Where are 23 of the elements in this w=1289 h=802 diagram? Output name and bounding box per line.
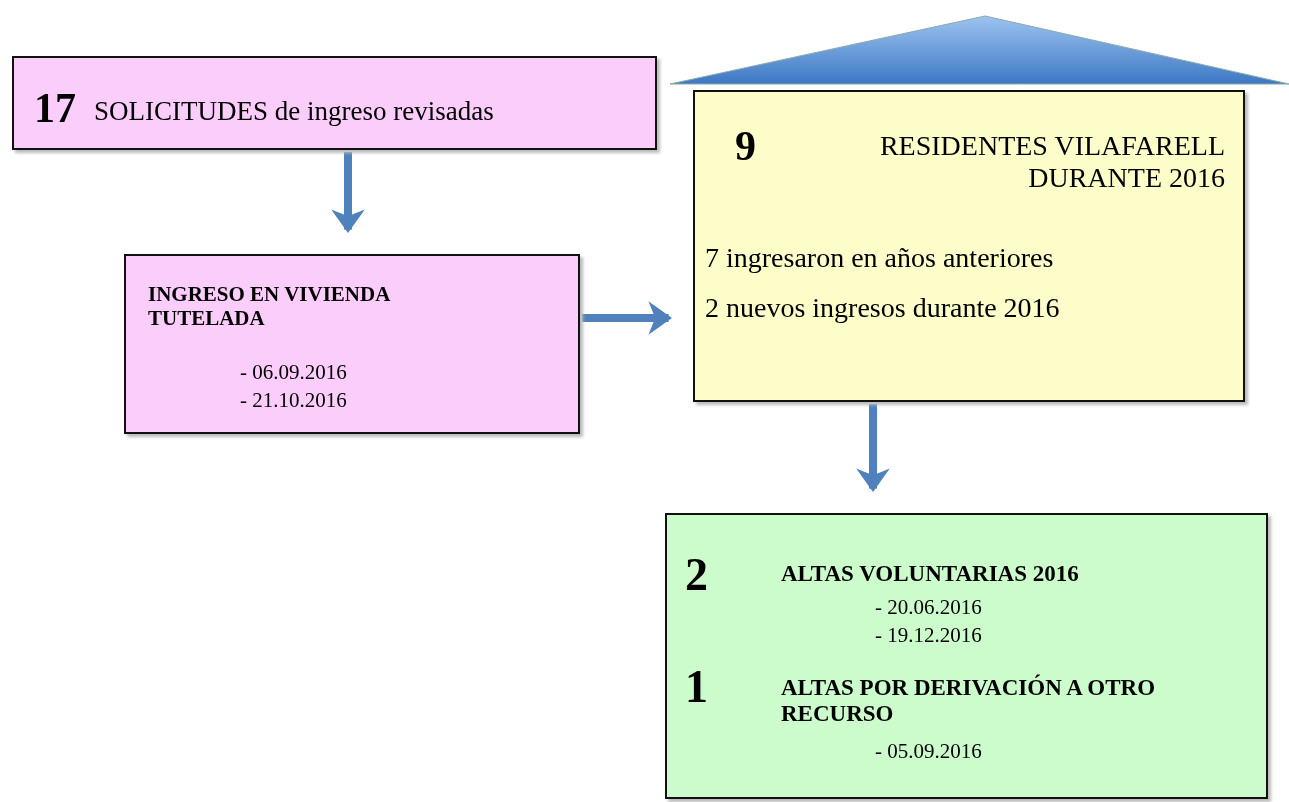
date-item: - 19.12.2016 (875, 623, 982, 648)
text-box (12, 56, 657, 150)
text-box (693, 90, 1245, 402)
arrow (582, 301, 672, 335)
arrow (331, 152, 365, 233)
summary-text: 7 ingresaron en años anteriores (705, 242, 1054, 275)
date-item: - 20.06.2016 (875, 595, 982, 620)
date-item: - 06.09.2016 (240, 360, 347, 385)
text-box (124, 254, 580, 434)
count-number: 1 (685, 661, 708, 714)
date-item: - 21.10.2016 (240, 388, 347, 413)
box-heading: RESIDENTES VILAFARELL DURANTE 2016 (878, 130, 1225, 195)
box-heading: SOLICITUDES de ingreso revisadas (94, 96, 495, 128)
box-heading: INGRESO EN VIVIENDA TUTELADA (148, 282, 391, 331)
box-heading: ALTAS VOLUNTARIAS 2016 (781, 561, 1079, 588)
count-number: 9 (735, 122, 756, 171)
count-number: 17 (34, 84, 76, 133)
text-box (665, 513, 1268, 799)
arrow (856, 404, 890, 492)
summary-text: 2 nuevos ingresos durante 2016 (705, 292, 1060, 325)
box-heading: ALTAS POR DERIVACIÓN A OTRO RECURSO (781, 675, 1157, 728)
count-number: 2 (685, 549, 708, 602)
date-item: - 05.09.2016 (875, 739, 982, 764)
